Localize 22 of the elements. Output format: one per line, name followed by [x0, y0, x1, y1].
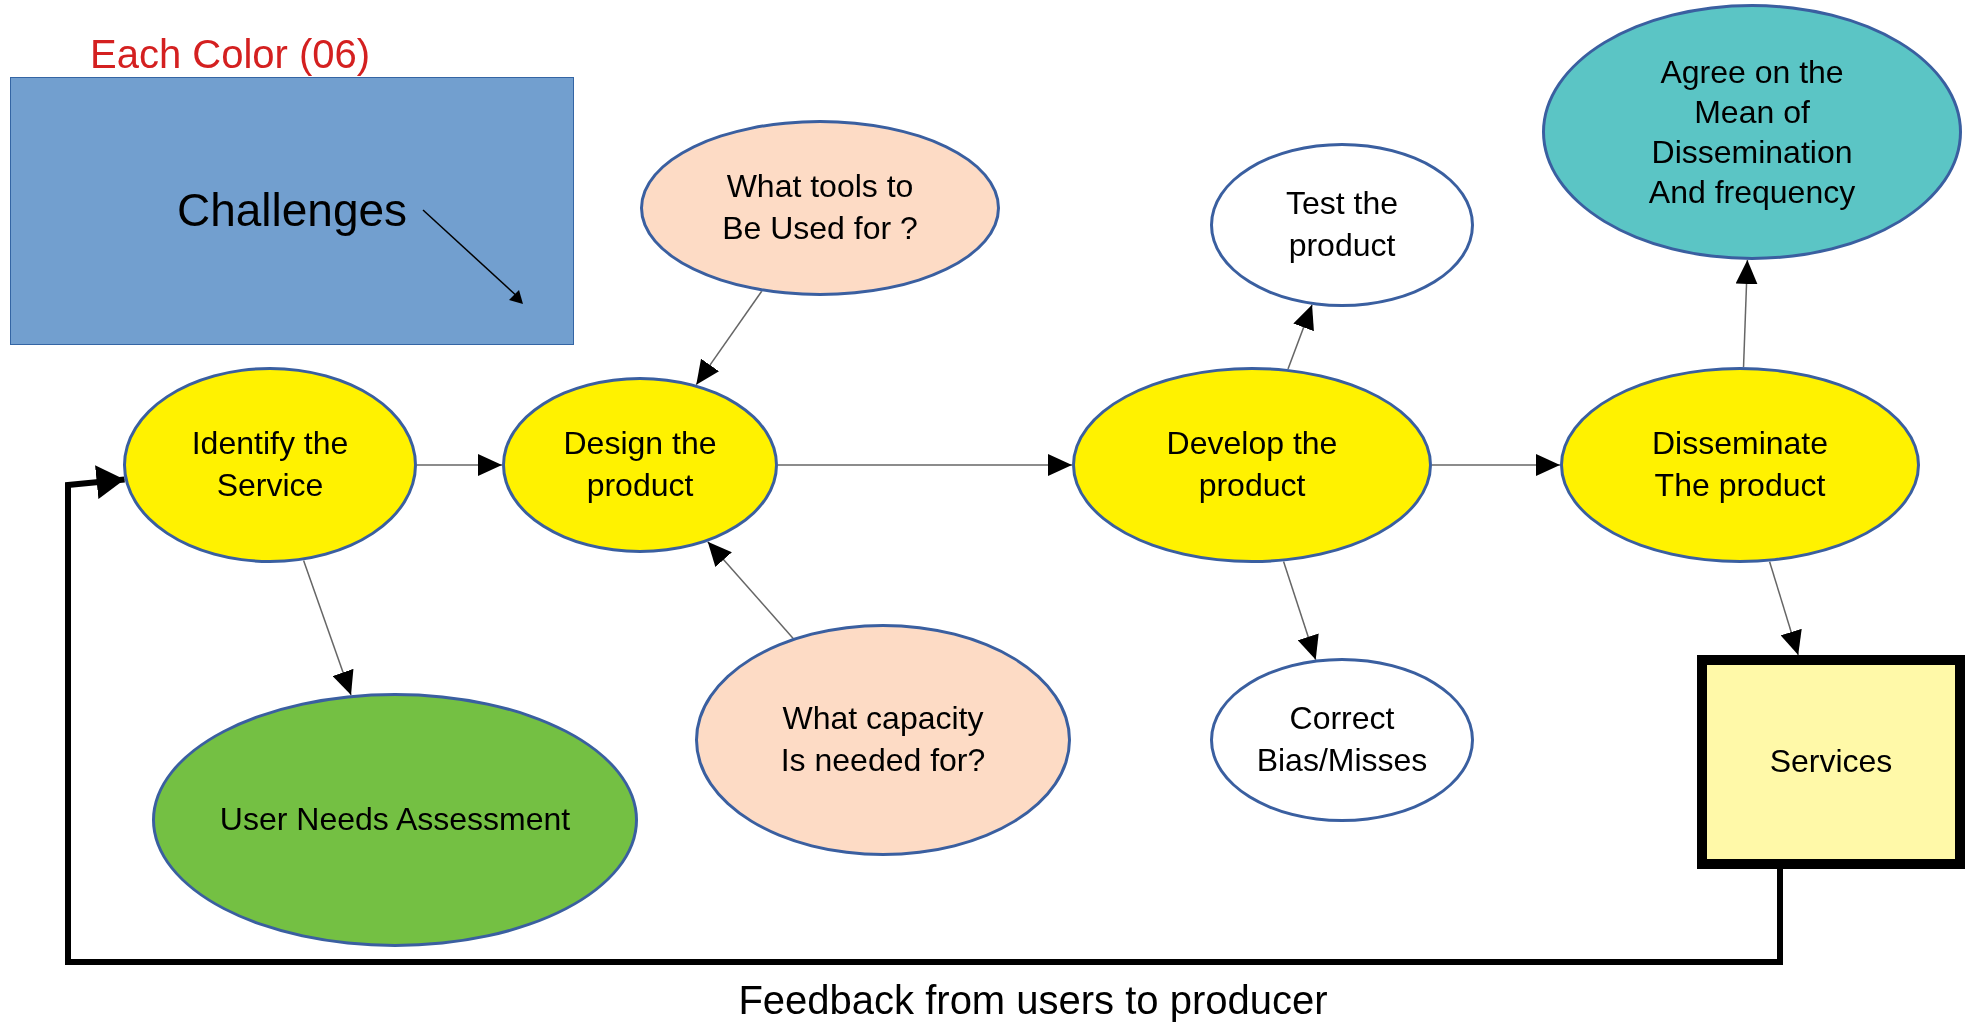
node-label: Disseminate The product	[1650, 424, 1830, 505]
node-label: Agree on the Mean of Dissemination And frequency	[1647, 53, 1857, 212]
services-box	[1697, 655, 1965, 869]
node-label: Develop the product	[1165, 424, 1339, 505]
node-label: User Needs Assessment	[218, 800, 572, 840]
challenges-box	[10, 77, 574, 345]
arrow	[416, 454, 503, 476]
arrow	[1735, 259, 1758, 368]
node-label: Design the product	[562, 424, 718, 505]
arrow	[1431, 454, 1561, 476]
node-label: What capacity Is needed for?	[779, 699, 987, 780]
arrow	[65, 465, 1783, 965]
node-label: Identify the Service	[190, 424, 350, 505]
arrow	[695, 290, 763, 386]
node-label: Correct Bias/Misses	[1255, 699, 1429, 780]
arrow	[707, 540, 794, 639]
node-label: Services	[1769, 742, 1893, 782]
color-count-label: Each Color (06)	[90, 34, 371, 74]
node-label: Test the product	[1284, 184, 1400, 265]
node-label: What tools to Be Used for ?	[721, 167, 919, 248]
node-label: Challenges	[176, 183, 408, 239]
arrow	[777, 454, 1073, 476]
